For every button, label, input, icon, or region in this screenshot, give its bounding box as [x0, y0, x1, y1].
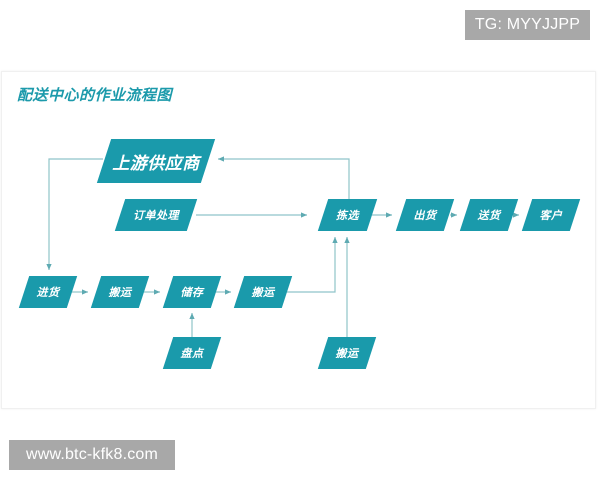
node-receiving: 进货: [24, 276, 72, 308]
node-label: 订单处理: [133, 209, 179, 222]
node-label: 上游供应商: [112, 153, 200, 174]
diagram-card: [1, 71, 596, 409]
node-shipping-out: 出货: [401, 199, 449, 231]
node-label: 进货: [36, 286, 60, 299]
node-handling-3: 搬运: [323, 337, 371, 369]
node-label: 搬运: [108, 286, 132, 299]
node-label: 搬运: [335, 347, 359, 360]
node-delivery: 送货: [465, 199, 513, 231]
node-label: 拣选: [336, 209, 359, 222]
node-supplier: 上游供应商: [104, 139, 208, 183]
node-storage: 储存: [168, 276, 216, 308]
node-handling-2: 搬运: [239, 276, 287, 308]
node-handling-1: 搬运: [96, 276, 144, 308]
node-label: 盘点: [180, 347, 204, 360]
watermark-bottom: www.btc-kfk8.com: [9, 440, 175, 470]
node-label: 储存: [180, 286, 204, 299]
node-picking: 拣选: [323, 199, 372, 231]
node-label: 送货: [477, 209, 501, 222]
node-label: 客户: [539, 209, 563, 222]
watermark-top: TG: MYYJJPP: [465, 10, 590, 40]
node-order-processing: 订单处理: [120, 199, 192, 231]
diagram-title: 配送中心的作业流程图: [17, 86, 173, 104]
node-customer: 客户: [527, 199, 575, 231]
node-label: 出货: [413, 209, 437, 222]
node-label: 搬运: [251, 286, 275, 299]
node-inventory-count: 盘点: [168, 337, 216, 369]
